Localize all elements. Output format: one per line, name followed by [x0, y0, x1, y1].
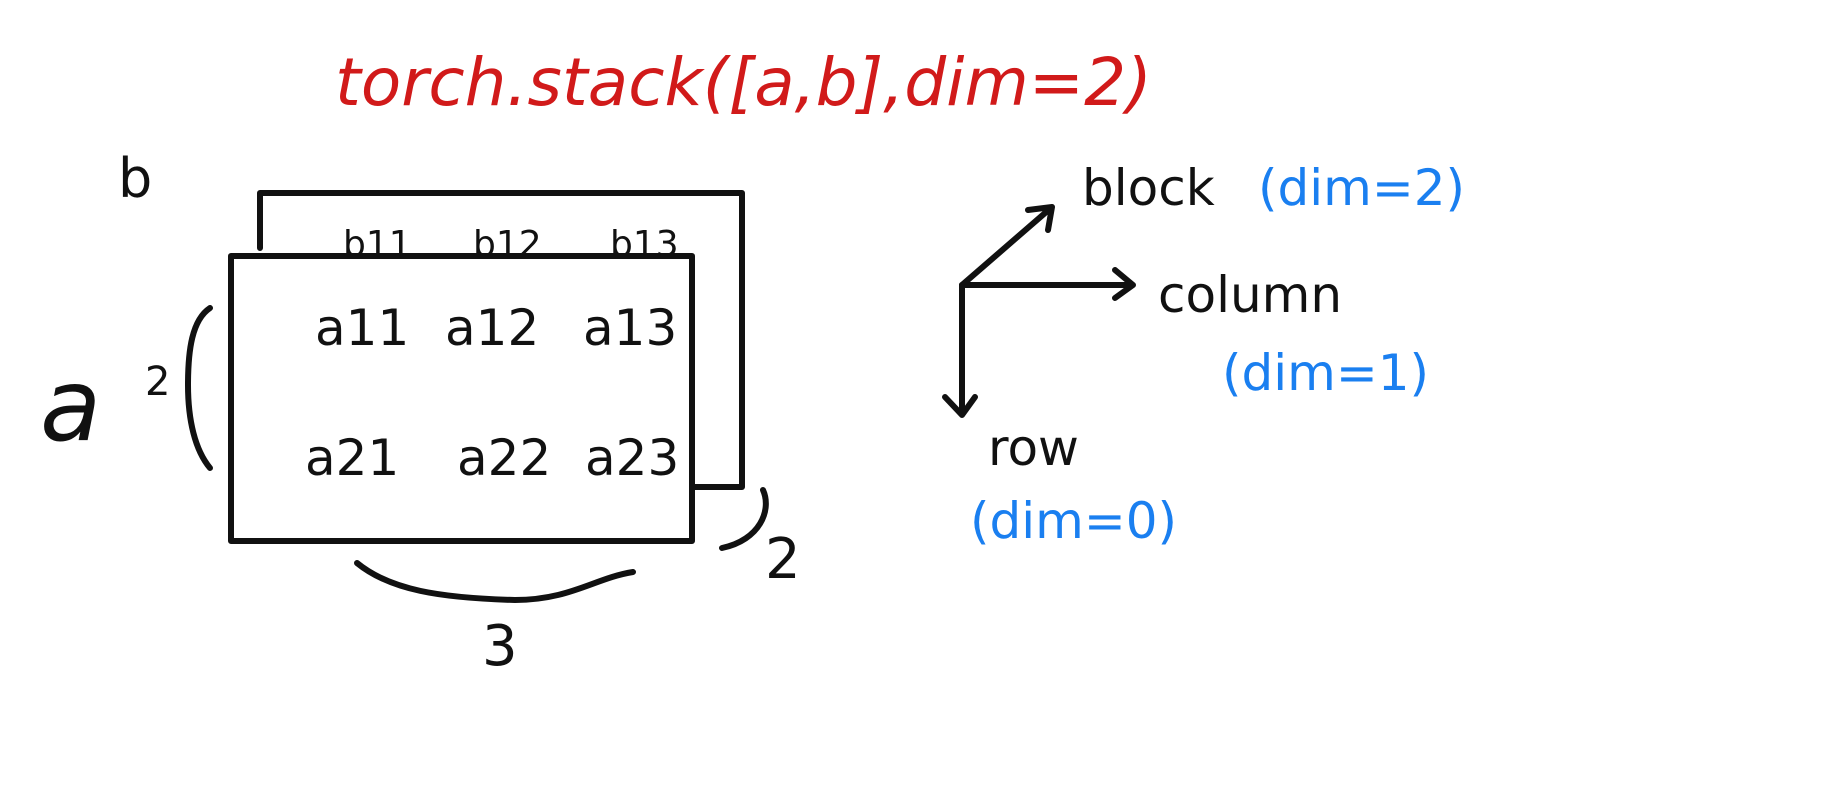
a-element: a13	[583, 299, 677, 357]
axis-row-label: row	[988, 419, 1079, 477]
tensor-b-label: b	[118, 147, 152, 210]
rows-brace	[185, 305, 213, 471]
stack-brace	[719, 487, 769, 551]
axes-icon	[942, 204, 1136, 418]
tensor-a-label: a	[40, 347, 101, 464]
matrix-b-outline	[257, 190, 745, 490]
title: torch.stack([a,b],dim=2)	[335, 44, 1152, 121]
cols-count: 3	[482, 614, 518, 679]
axis-column-dim: (dim=1)	[1222, 344, 1429, 402]
cols-brace	[354, 560, 636, 603]
a-element: a21	[305, 429, 399, 487]
a-element: a23	[585, 429, 679, 487]
a-element: a11	[315, 299, 409, 357]
rows-count: 2	[145, 359, 170, 405]
axis-row-dim: (dim=0)	[970, 492, 1177, 550]
axis-block-label: block	[1082, 159, 1215, 217]
a-element: a12	[445, 299, 539, 357]
axis-column-label: column	[1158, 266, 1342, 324]
axis-block-dim: (dim=2)	[1258, 159, 1465, 217]
stack-count: 2	[765, 527, 801, 592]
a-element: a22	[457, 429, 551, 487]
matrix-a-outline	[228, 253, 695, 544]
